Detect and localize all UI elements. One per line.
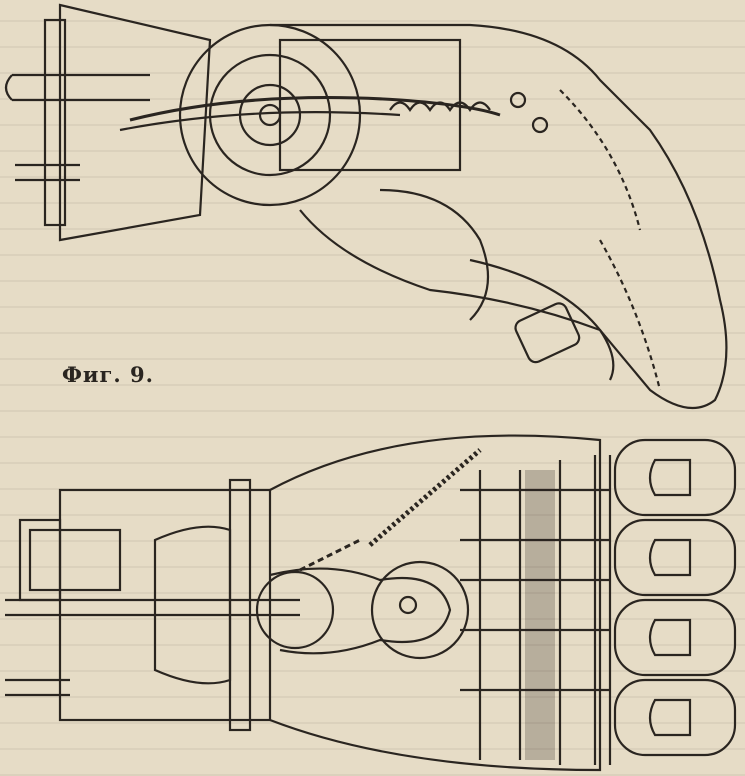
top-view bbox=[5, 434, 737, 772]
figure-caption: Фиг. 9. bbox=[62, 362, 154, 387]
side-view bbox=[4, 3, 728, 410]
